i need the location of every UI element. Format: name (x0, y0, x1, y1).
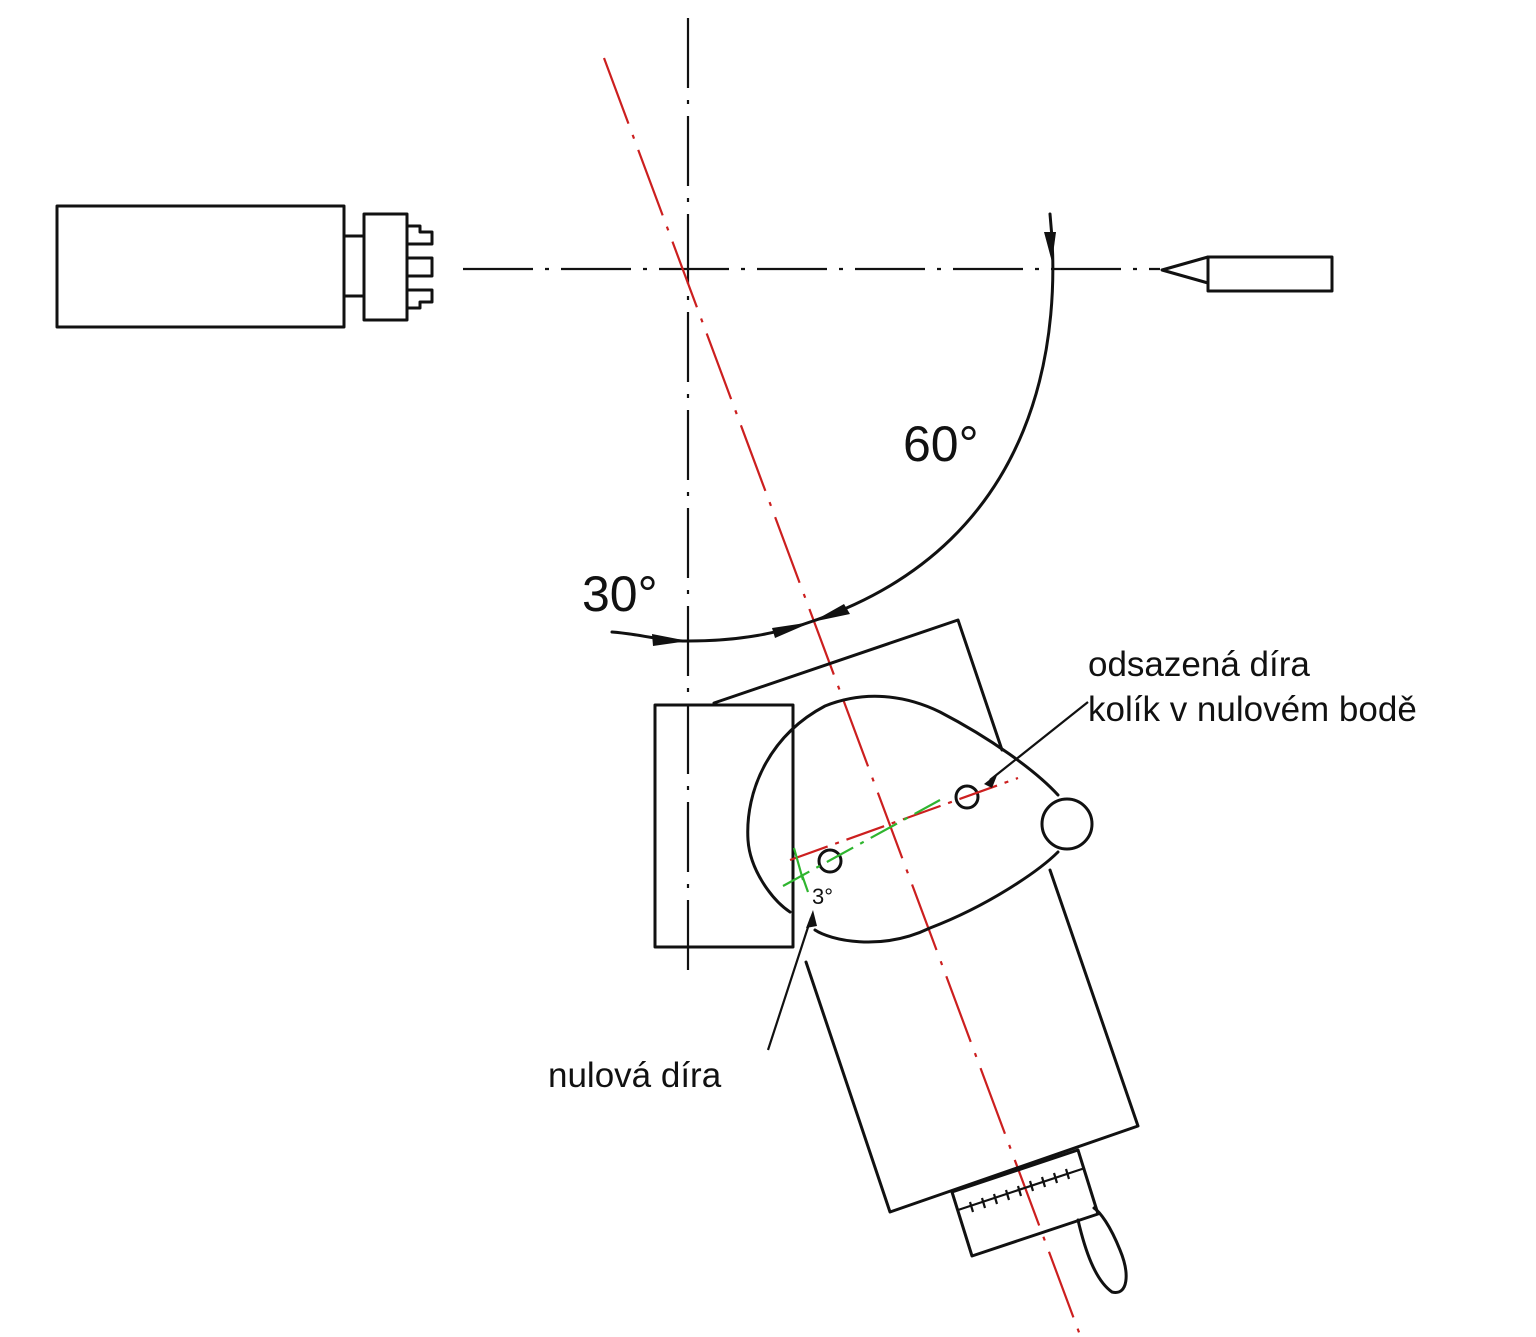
fixed-bracket (653, 703, 795, 949)
rotated-axis-line (602, 57, 1082, 1336)
zero-hole-label: nulová díra (548, 1056, 722, 1095)
hole-cross-axis-green (782, 799, 941, 887)
angle-3-marker-b (800, 874, 810, 893)
scale-ring (950, 1148, 1100, 1258)
angle-3-marker-a (792, 847, 805, 881)
swivel-lobe (746, 694, 1060, 944)
locking-knob (1040, 797, 1094, 851)
spindle-body (55, 204, 434, 329)
offset-hole-label: odsazená díra (1088, 645, 1310, 684)
adjust-handle (1076, 1206, 1128, 1294)
chuck-jaws (405, 224, 434, 310)
offset-hole-leader (989, 701, 1089, 781)
tailstock-center (1160, 255, 1334, 293)
pin-at-zero-label: kolík v nulovém bodě (1088, 690, 1417, 729)
offset-hole (954, 784, 980, 810)
rotating-head (712, 618, 1140, 1294)
zero-hole (817, 848, 843, 874)
head-body (804, 868, 1140, 1214)
angle-3-label: 3° (812, 884, 833, 909)
arc-60-dimension (812, 212, 1056, 622)
angle-60-label: 60° (903, 416, 979, 472)
zero-hole-leader (766, 917, 813, 1051)
arc-30-dimension (610, 618, 818, 646)
angle-30-label: 30° (582, 566, 658, 622)
